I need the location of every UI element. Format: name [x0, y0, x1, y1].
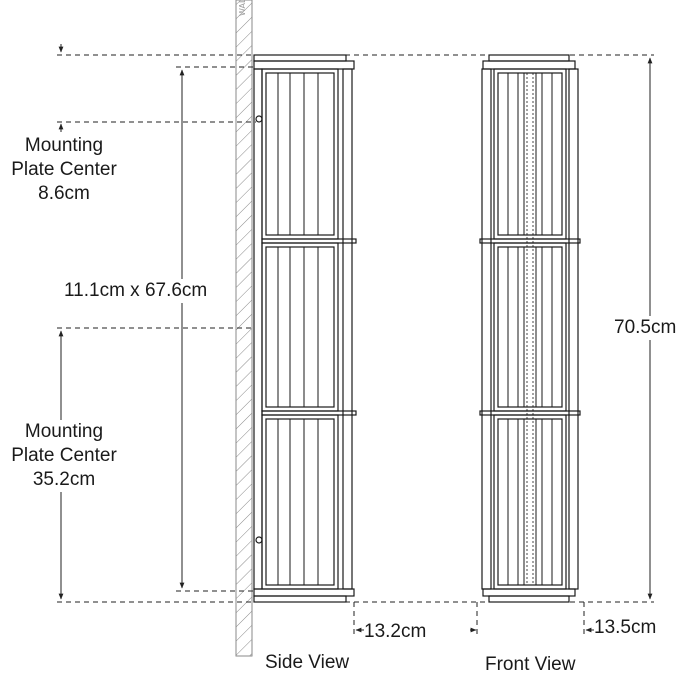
wall — [235, 0, 253, 657]
mount-bottom-line1: Mounting — [24, 421, 104, 442]
mount-top-line2: Plate Center — [11, 159, 117, 180]
mount-bottom-line2: Plate Center — [11, 445, 117, 466]
front-width-label: 13.5cm — [594, 617, 657, 638]
side-depth-label: 13.2cm — [364, 621, 427, 642]
mount-screw-bottom — [255, 536, 263, 544]
mount-bottom-value: 35.2cm — [32, 469, 96, 490]
mount-screw-top — [255, 115, 263, 123]
side-view-fixture — [253, 54, 357, 603]
extension-lines — [57, 54, 654, 638]
mount-top-value: 8.6cm — [38, 183, 90, 204]
height-label: 70.5cm — [614, 316, 677, 340]
mount-top-line1: Mounting — [24, 135, 104, 156]
mount-bottom-label: Mounting Plate Center 35.2cm — [0, 420, 128, 492]
front-view-fixture — [479, 54, 581, 603]
front-view-title: Front View — [485, 654, 576, 675]
mount-top-label: Mounting Plate Center 8.6cm — [0, 134, 128, 206]
wall-label: WALL — [238, 0, 247, 16]
side-view-title: Side View — [265, 652, 350, 673]
backplate-label: 11.1cm x 67.6cm — [62, 279, 210, 303]
